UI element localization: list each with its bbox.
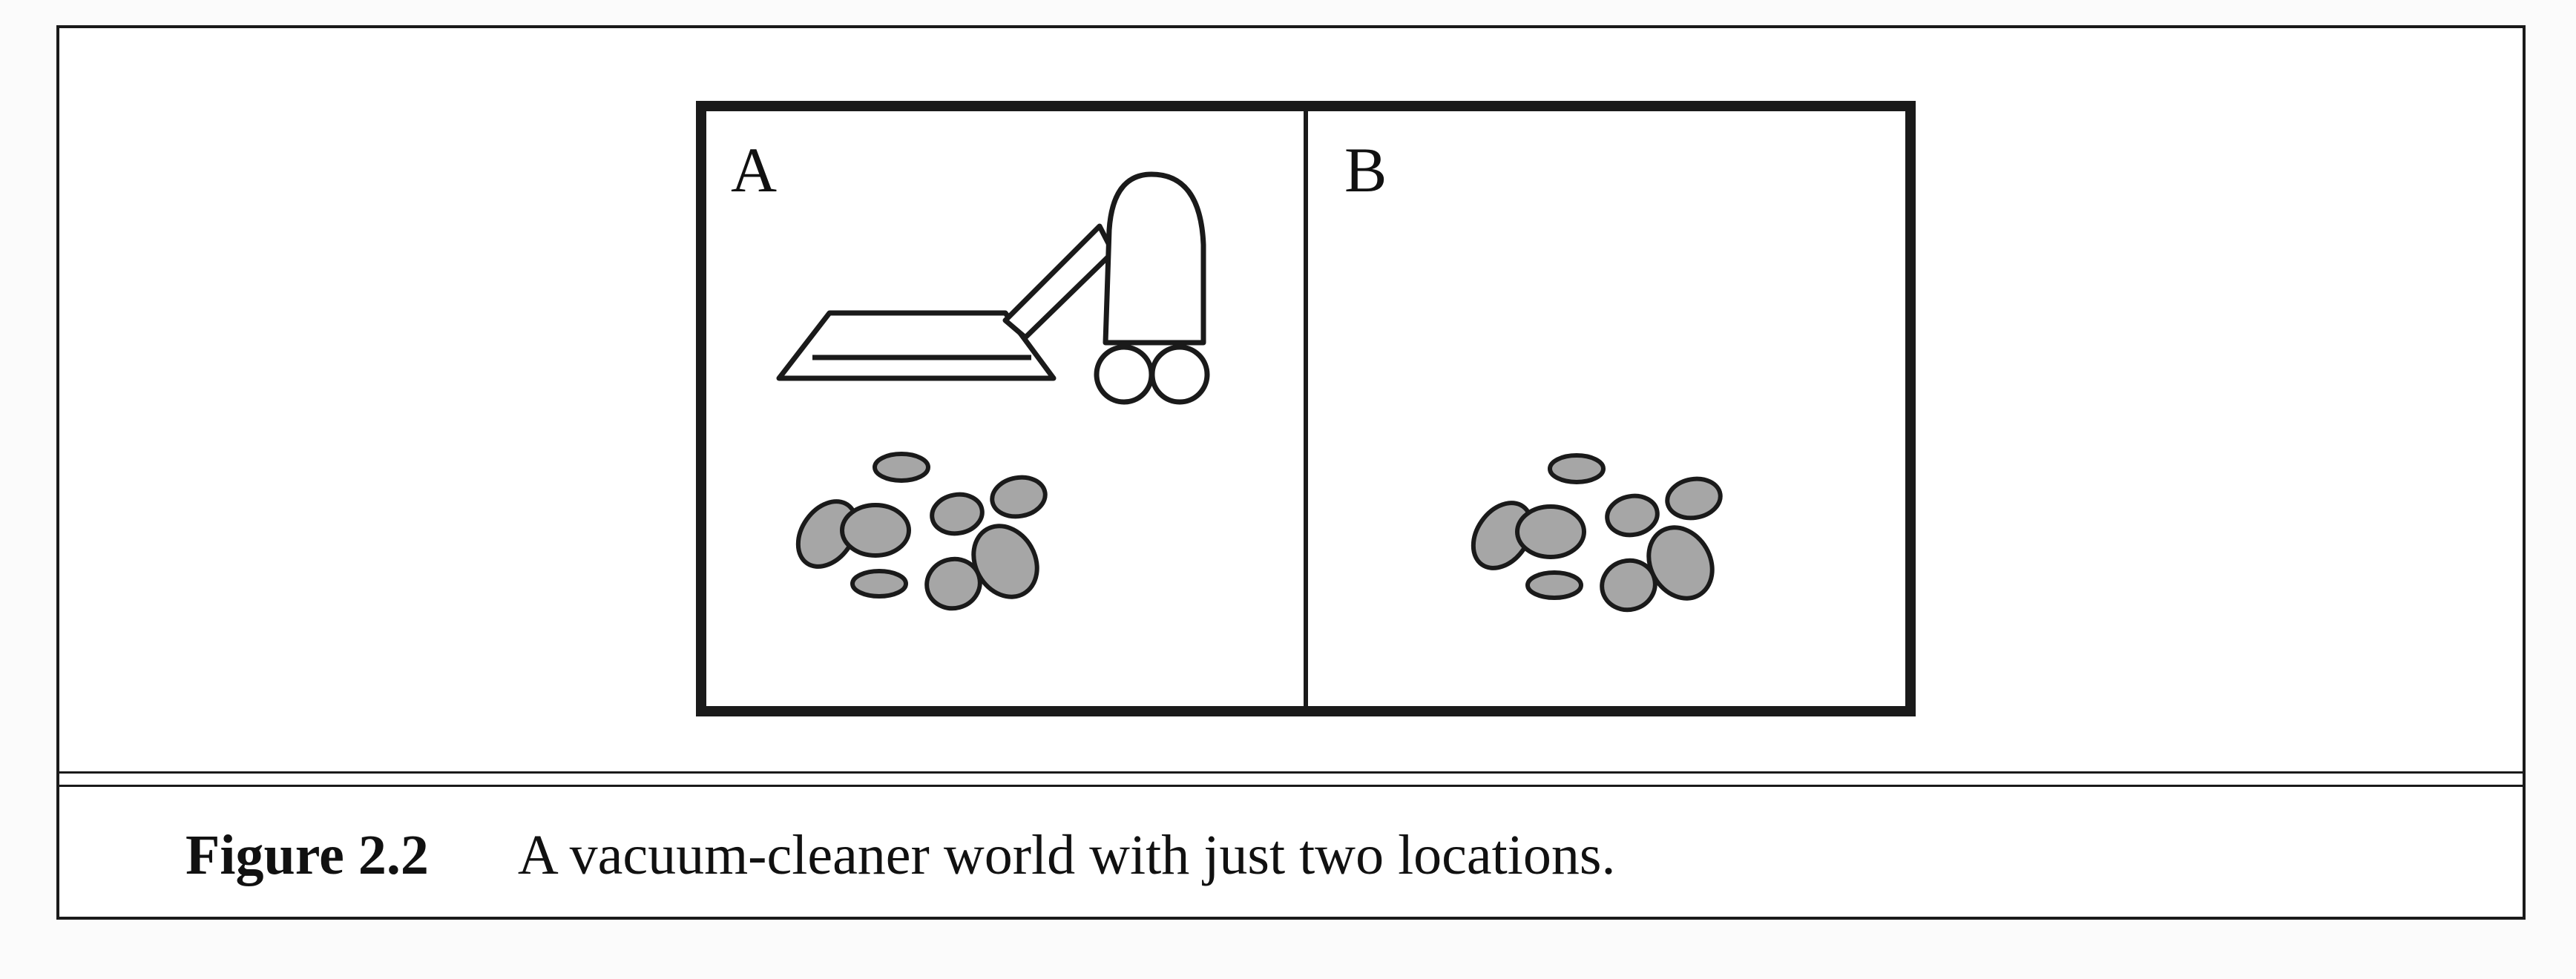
caption-divider <box>56 785 2526 787</box>
room-a-label: A <box>731 134 777 205</box>
figure-caption: Figure 2.2 A vacuum-cleaner world with j… <box>185 814 1615 896</box>
caption-text: A vacuum-cleaner world with just two loc… <box>517 823 1616 886</box>
caption-divider <box>56 771 2526 774</box>
vacuum-cleaner-icon <box>776 171 1210 405</box>
vacuum-world-diagram: A B <box>696 101 1916 716</box>
room-b-label: B <box>1344 134 1387 205</box>
figure-number: Figure 2.2 <box>185 823 429 886</box>
